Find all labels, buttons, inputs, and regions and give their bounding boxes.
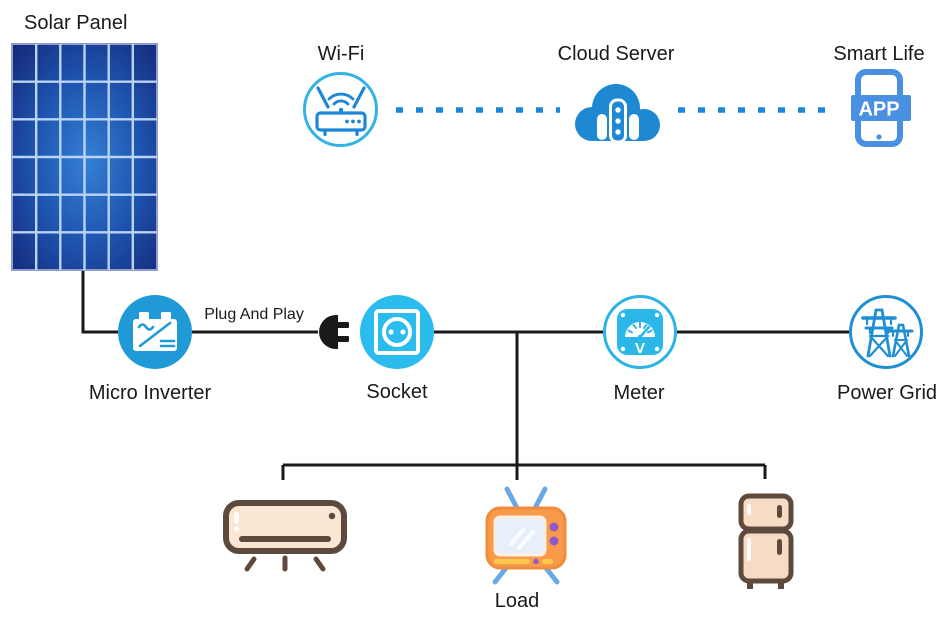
load-label: Load (494, 590, 540, 612)
tv-icon (485, 486, 567, 585)
power-grid-icon (861, 308, 914, 358)
wifi-router-icon (314, 85, 367, 136)
wifi-node (303, 72, 378, 147)
refrigerator-icon (738, 493, 794, 589)
meter-label: Meter (613, 382, 665, 404)
cloud-server-icon (575, 84, 660, 144)
air-conditioner-icon (223, 500, 347, 572)
socket-icon (374, 309, 420, 355)
wifi-label: Wi-Fi (317, 43, 365, 65)
solar-panel-image (11, 43, 158, 271)
plug-icon (319, 315, 349, 349)
socket-node (360, 295, 434, 369)
meter-unit: V (635, 340, 645, 357)
power-grid-label: Power Grid (836, 382, 938, 404)
micro-inverter-label: Micro Inverter (88, 382, 212, 404)
solar-panel-label: Solar Panel (24, 12, 128, 34)
micro-inverter-node (118, 295, 192, 369)
micro-inverter-icon (133, 312, 177, 351)
app-badge: APP (858, 99, 899, 121)
power-grid-node (849, 295, 923, 369)
meter-node: V (603, 295, 677, 369)
app-phone-icon: APP (851, 69, 911, 147)
socket-label: Socket (366, 381, 428, 403)
meter-icon: V (617, 309, 663, 357)
plug-and-play-label: Plug And Play (204, 306, 304, 323)
cloud-server-label: Cloud Server (557, 43, 675, 65)
smart-life-label: Smart Life (833, 43, 925, 65)
